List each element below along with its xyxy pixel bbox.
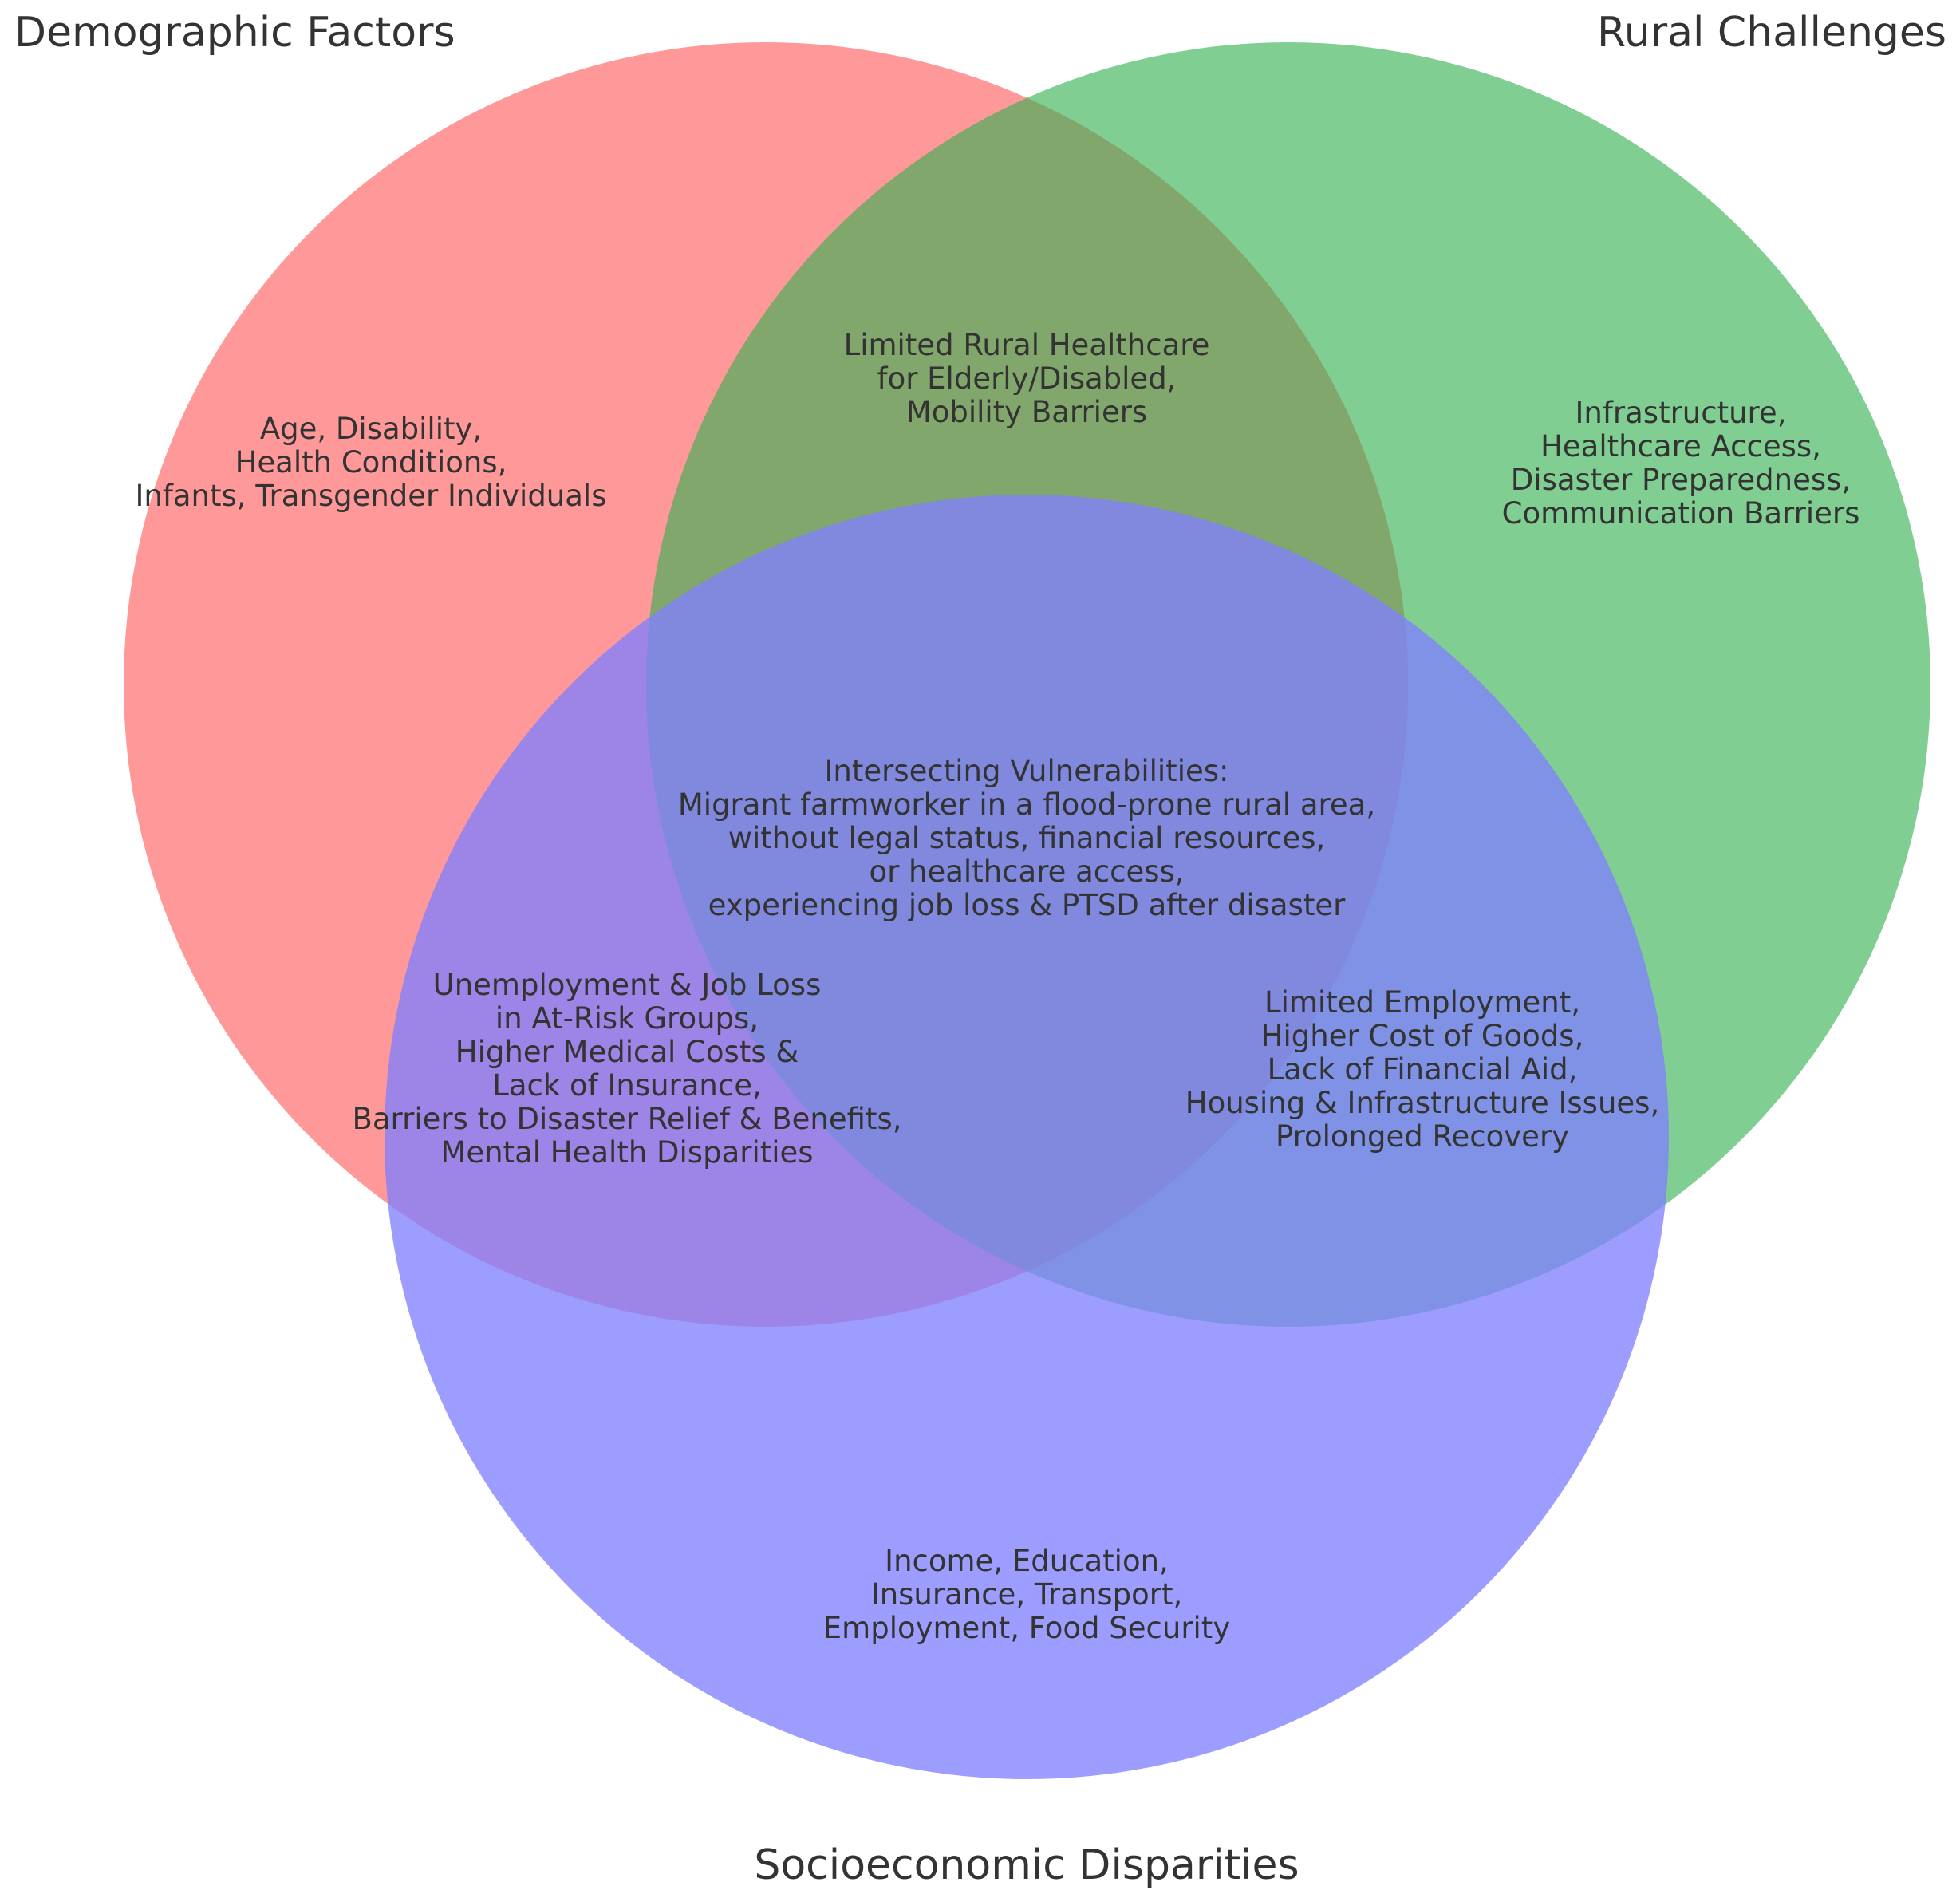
region-rural-socioeconomic-line-4: Housing & Infrastructure Issues, <box>1185 1086 1659 1120</box>
region-demographic-socioeconomic-line-1: Unemployment & Job Loss <box>433 968 822 1002</box>
region-rural-only-line-4: Communication Barriers <box>1502 496 1860 531</box>
region-rural-socioeconomic-line-2: Higher Cost of Goods, <box>1261 1019 1584 1053</box>
region-demographic-socioeconomic-line-5: Barriers to Disaster Relief & Benefits, <box>352 1102 901 1136</box>
set-title-demographic: Demographic Factors <box>14 9 455 57</box>
region-demographic-socioeconomic-line-6: Mental Health Disparities <box>440 1135 813 1170</box>
region-all-three: Intersecting Vulnerabilities:Migrant far… <box>678 754 1375 922</box>
region-rural-socioeconomic: Limited Employment,Higher Cost of Goods,… <box>1185 985 1659 1154</box>
region-rural-only-line-3: Disaster Preparedness, <box>1511 463 1851 497</box>
circle-socioeconomic-disparities <box>385 495 1669 1779</box>
region-demographic-rural-line-3: Mobility Barriers <box>906 395 1147 429</box>
region-socioeconomic-only-line-3: Employment, Food Security <box>823 1611 1230 1645</box>
region-all-three-line-2: Migrant farmworker in a flood-prone rura… <box>678 787 1375 822</box>
region-all-three-line-1: Intersecting Vulnerabilities: <box>825 754 1229 788</box>
set-title-rural: Rural Challenges <box>1597 9 1946 57</box>
region-rural-only-line-2: Healthcare Access, <box>1540 429 1821 464</box>
set-title-socioeconomic: Socioeconomic Disparities <box>754 1841 1299 1889</box>
region-all-three-line-5: experiencing job loss & PTSD after disas… <box>708 888 1347 922</box>
region-demographic-only: Age, Disability,Health Conditions,Infant… <box>136 412 607 513</box>
region-socioeconomic-only: Income, Education,Insurance, Transport,E… <box>823 1544 1230 1645</box>
region-rural-only-line-1: Infrastructure, <box>1575 396 1787 430</box>
region-demographic-rural-line-2: for Elderly/Disabled, <box>877 361 1177 396</box>
region-demographic-socioeconomic-line-2: in At-Risk Groups, <box>495 1001 759 1036</box>
region-demographic-rural-line-1: Limited Rural Healthcare <box>844 328 1210 362</box>
region-all-three-line-4: or healthcare access, <box>869 854 1184 889</box>
region-socioeconomic-only-line-2: Insurance, Transport, <box>871 1577 1182 1612</box>
region-demographic-socioeconomic-line-3: Higher Medical Costs & <box>455 1035 799 1069</box>
region-all-three-line-3: without legal status, financial resource… <box>728 821 1326 855</box>
region-socioeconomic-only-line-1: Income, Education, <box>885 1544 1169 1578</box>
region-rural-socioeconomic-line-5: Prolonged Recovery <box>1276 1119 1569 1154</box>
region-rural-socioeconomic-line-3: Lack of Financial Aid, <box>1268 1052 1578 1087</box>
region-demographic-socioeconomic-line-4: Lack of Insurance, <box>492 1068 762 1103</box>
region-rural-only: Infrastructure,Healthcare Access,Disaste… <box>1502 396 1860 531</box>
region-demographic-only-line-2: Health Conditions, <box>235 445 507 479</box>
region-demographic-only-line-3: Infants, Transgender Individuals <box>136 479 607 513</box>
region-demographic-only-line-1: Age, Disability, <box>260 412 482 446</box>
region-rural-socioeconomic-line-1: Limited Employment, <box>1264 985 1580 1020</box>
